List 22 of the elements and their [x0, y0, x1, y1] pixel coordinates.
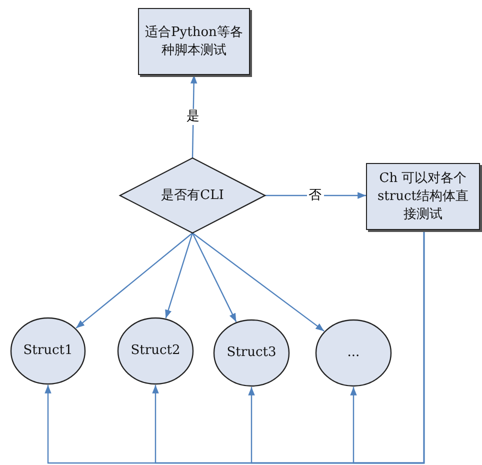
- edge-label: 否: [306, 188, 324, 204]
- node-label: Ch 可以对各个struct结构体直接测试: [376, 170, 470, 224]
- node-label: 是否有CLI: [161, 186, 224, 204]
- node-label: ...: [347, 344, 360, 362]
- arrow: [192, 232, 324, 332]
- node-label: Struct2: [130, 342, 180, 360]
- struct-ellipse: [213, 319, 290, 387]
- node-label: Struct3: [226, 344, 276, 362]
- arrow: [76, 232, 193, 329]
- arrow: [350, 230, 425, 464]
- struct-ellipse: [10, 317, 86, 385]
- edge-label: 是: [184, 108, 202, 124]
- decision-diamond: [120, 158, 265, 233]
- arrow: [165, 232, 194, 318]
- struct-ellipse: [117, 317, 194, 385]
- arrow: [192, 232, 237, 322]
- process-box: [366, 163, 480, 230]
- node-label: 适合Python等各种脚本测试: [145, 24, 243, 60]
- struct-ellipse: [315, 319, 392, 387]
- arrow: [265, 192, 366, 199]
- process-box: [138, 8, 250, 75]
- node-label: Struct1: [23, 342, 73, 360]
